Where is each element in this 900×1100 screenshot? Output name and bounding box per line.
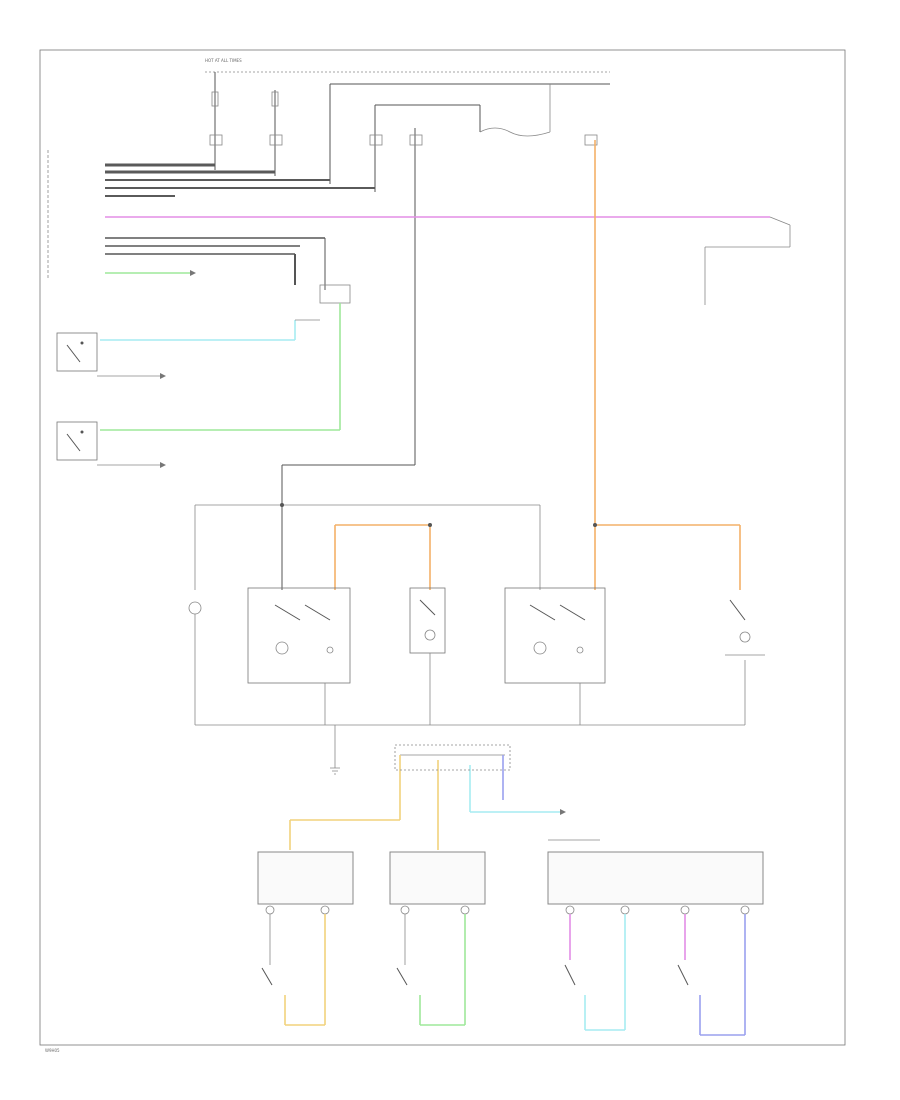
switch-arm-pink <box>769 216 791 226</box>
passenger-switch-1 <box>529 604 556 621</box>
door-switch-symbol <box>479 127 551 137</box>
console-module-box <box>547 851 764 905</box>
connector-c2 <box>269 134 283 146</box>
arrow-green <box>190 270 196 276</box>
connector-c4 <box>409 134 423 146</box>
bottom-switch-4 <box>677 964 689 986</box>
left-reading-lamp <box>409 587 446 654</box>
connector-c3 <box>369 134 383 146</box>
pin-7 <box>680 905 690 915</box>
pin-5 <box>565 905 575 915</box>
bottom-switch-2 <box>396 967 408 986</box>
diagram-frame <box>39 49 846 1046</box>
connector-c1 <box>209 134 223 146</box>
splice-3 <box>280 503 284 507</box>
ground-symbol <box>330 767 340 775</box>
left-rear-ground-arrow <box>160 373 166 379</box>
driver-switch-1 <box>274 604 301 621</box>
connector-c5 <box>584 134 598 146</box>
bottom-switch-1 <box>261 967 273 986</box>
passenger-vanity-lamp <box>533 641 547 655</box>
fuse-top-label: HOT AT ALL TIMES <box>205 58 242 63</box>
pin-3 <box>400 905 410 915</box>
left-rear-door-switch <box>56 332 98 372</box>
left-rear-switch-arm <box>66 344 81 363</box>
pin-6 <box>620 905 630 915</box>
right-rear-switch-arm <box>66 433 81 452</box>
bottom-switch-3 <box>564 964 576 986</box>
right-rear-door-switch <box>56 421 98 461</box>
fuse-1 <box>211 91 219 107</box>
fuse-2 <box>271 91 279 107</box>
driver-sunshade-module <box>247 587 351 684</box>
driver-node <box>326 646 334 654</box>
pin-2 <box>320 905 330 915</box>
left-reading-switch <box>419 599 436 616</box>
pin-1 <box>265 905 275 915</box>
passenger-module-box <box>389 851 486 905</box>
splice-1 <box>428 523 432 527</box>
arrow-cyan <box>560 809 566 815</box>
pin-8 <box>740 905 750 915</box>
lamp-left-courtesy <box>188 601 202 725</box>
splice-2 <box>593 523 597 527</box>
connector-mid <box>319 284 351 304</box>
passenger-switch-2 <box>559 604 586 621</box>
passenger-node <box>576 646 584 654</box>
driver-switch-2 <box>304 604 331 621</box>
left-reading-bulb <box>424 629 436 641</box>
driver-module-box <box>257 851 354 905</box>
right-rear-switch-pin <box>80 430 84 434</box>
diagram-code: W9H05 <box>45 1048 60 1053</box>
left-rear-switch-pin <box>80 341 84 345</box>
pin-4 <box>460 905 470 915</box>
lower-connector <box>394 744 511 771</box>
driver-vanity-lamp <box>275 641 289 655</box>
passenger-sunshade-module <box>504 587 606 684</box>
right-rear-ground-arrow <box>160 462 166 468</box>
right-reading-lamp <box>725 599 765 656</box>
